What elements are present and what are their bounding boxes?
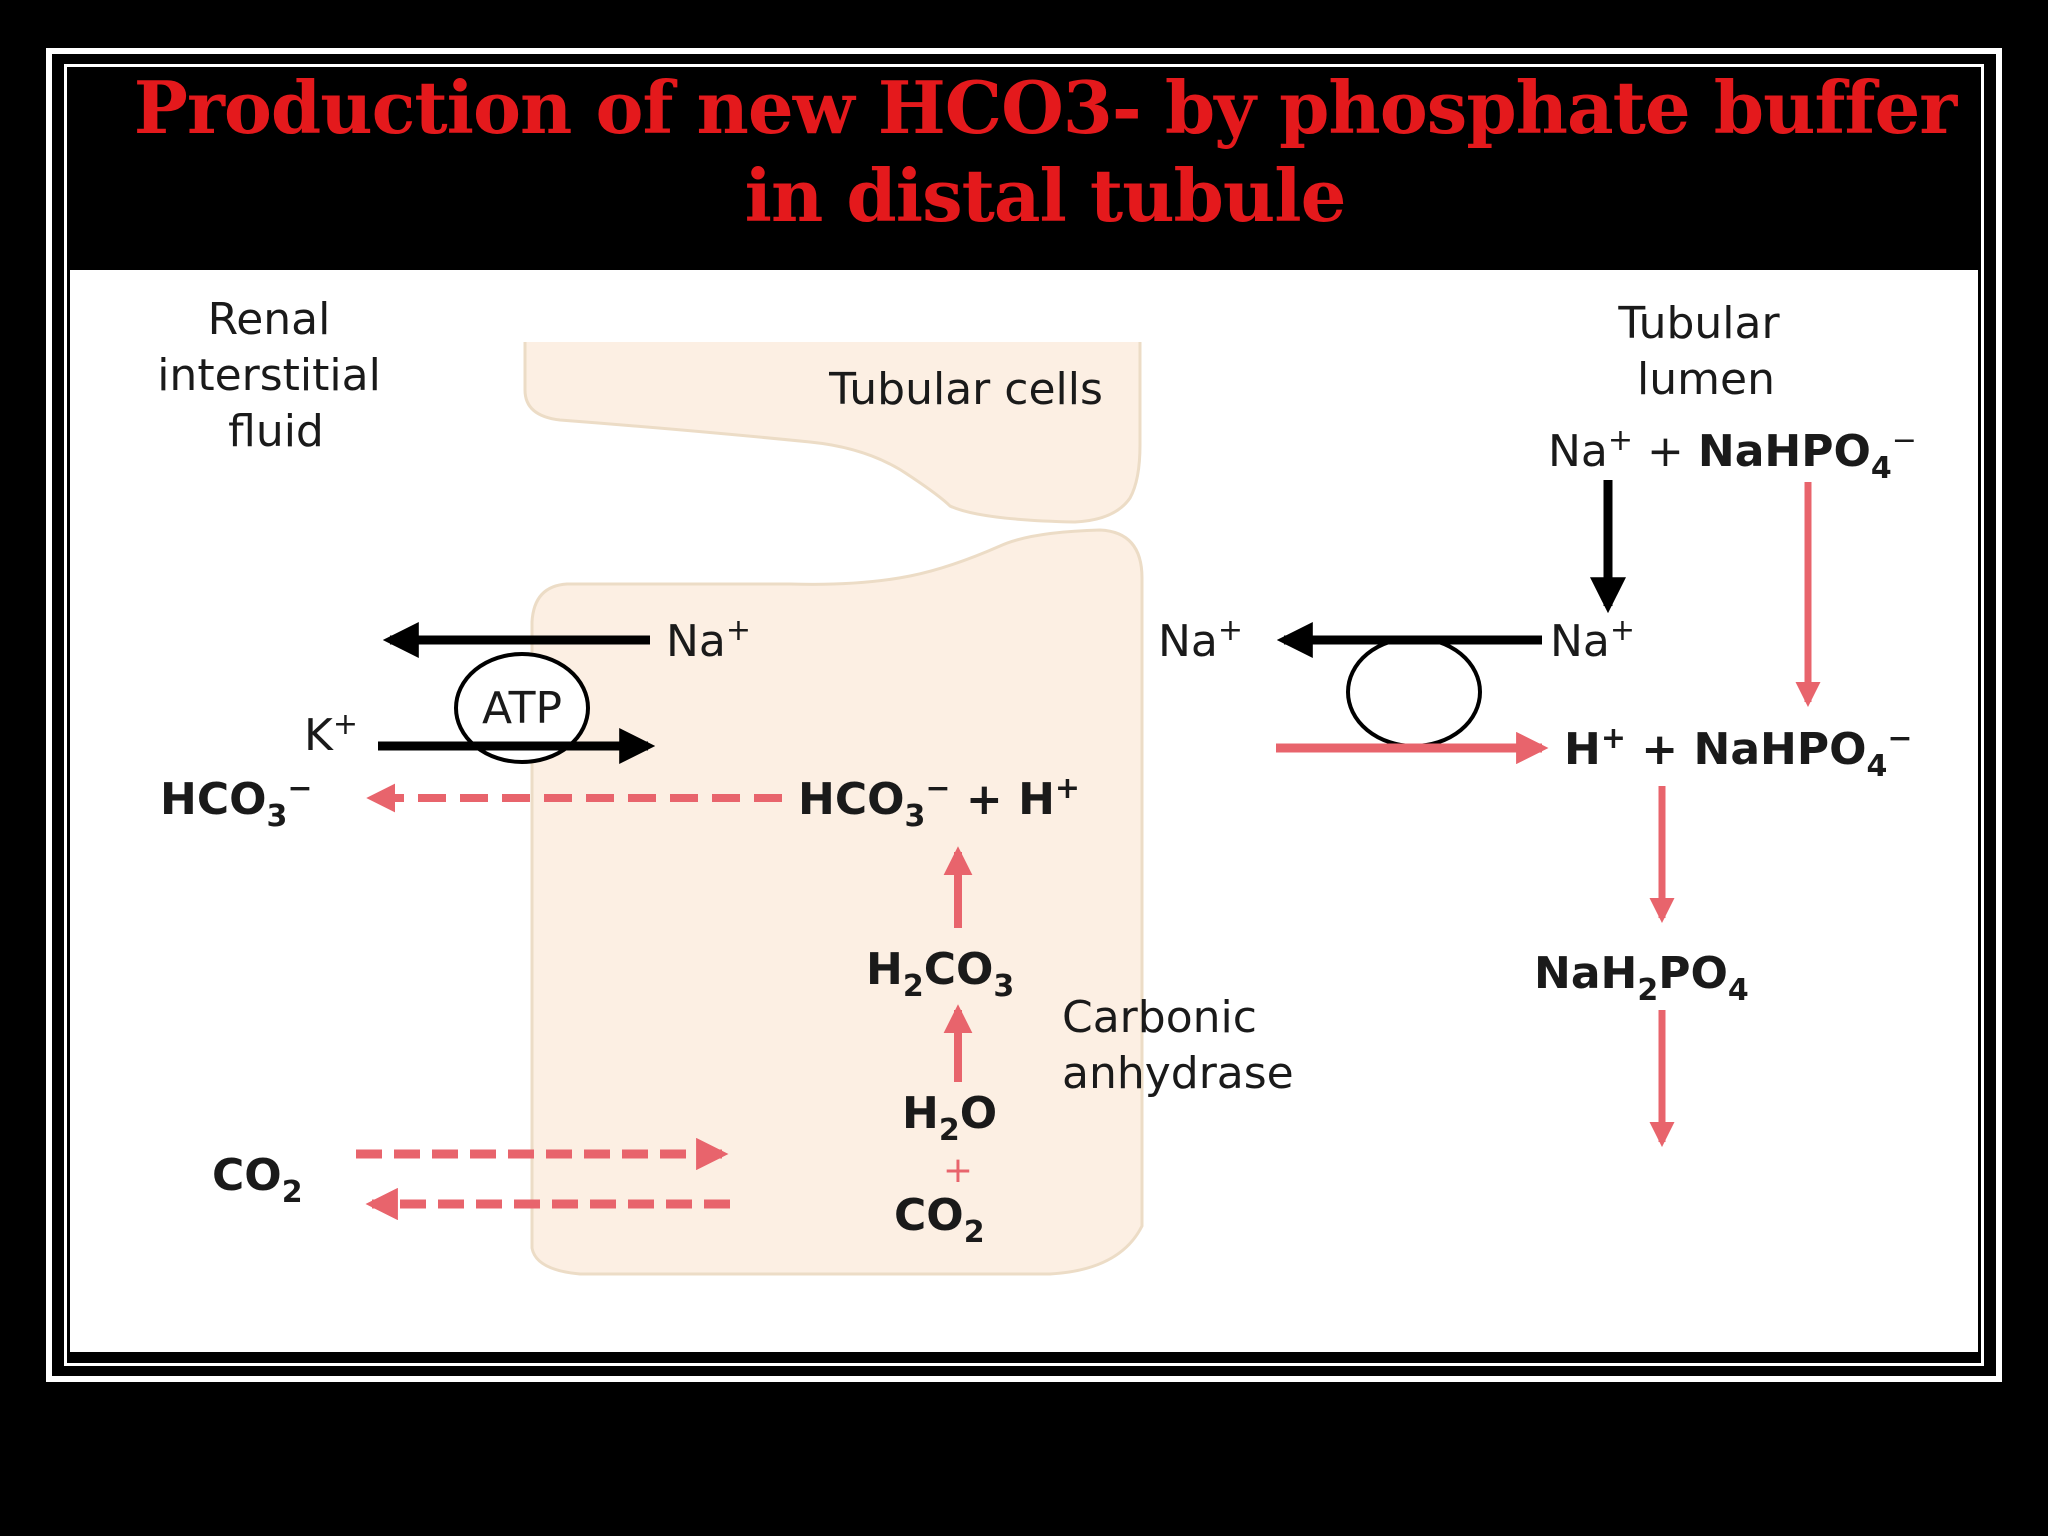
lumen-na-nahpo4: Na+ + NaHPO4− bbox=[1548, 423, 1917, 486]
interstitial-co2-label: CO2 bbox=[212, 1150, 303, 1210]
atp-na-label: Na+ bbox=[666, 613, 751, 667]
na-h-exchanger bbox=[1346, 636, 1482, 748]
carbonic-anhydrase-label: Carbonic anhydrase bbox=[1062, 992, 1294, 1099]
slide-title: Production of new HCO3- by phosphate buf… bbox=[70, 64, 2020, 240]
lumen-h-nahpo4: H+ + NaHPO4− bbox=[1564, 721, 1913, 784]
slide-border-inner bbox=[64, 64, 1984, 1366]
diagram-canvas: Renal interstitial fluid Tubular cells T… bbox=[70, 270, 1978, 1352]
cell-hco3-h: HCO3− + H+ bbox=[798, 771, 1080, 834]
h2o-label: H2O bbox=[902, 1088, 997, 1148]
lower-tubular-cell bbox=[530, 528, 1144, 1276]
tubular-lumen-label: Tubular lumen bbox=[1617, 298, 1793, 405]
atp-label: ATP bbox=[482, 683, 562, 734]
cell-na-label: Na+ bbox=[1158, 613, 1243, 667]
atp-pump bbox=[454, 652, 590, 764]
tubular-cells-label: Tubular cells bbox=[828, 364, 1103, 415]
h2co3-label: H2CO3 bbox=[866, 944, 1014, 1004]
interstitial-label: Renal interstitial fluid bbox=[157, 294, 395, 457]
interstitial-hco3: HCO3− bbox=[160, 771, 313, 834]
upper-tubular-cell bbox=[523, 342, 1142, 524]
plus-sign: + bbox=[943, 1150, 973, 1191]
slide-border-outer bbox=[46, 48, 2002, 1382]
cell-co2-label: CO2 bbox=[894, 1190, 985, 1250]
title-bar bbox=[70, 70, 1978, 270]
diagram: Renal interstitial fluid Tubular cells T… bbox=[157, 294, 1917, 1276]
k-label: K+ bbox=[304, 707, 358, 761]
nah2po4-label: NaH2PO4 bbox=[1534, 948, 1749, 1008]
title-line-2: in distal tubule bbox=[744, 153, 1347, 238]
title-line-1: Production of new HCO3- by phosphate buf… bbox=[133, 65, 1957, 150]
lumen-na-label: Na+ bbox=[1550, 613, 1635, 667]
